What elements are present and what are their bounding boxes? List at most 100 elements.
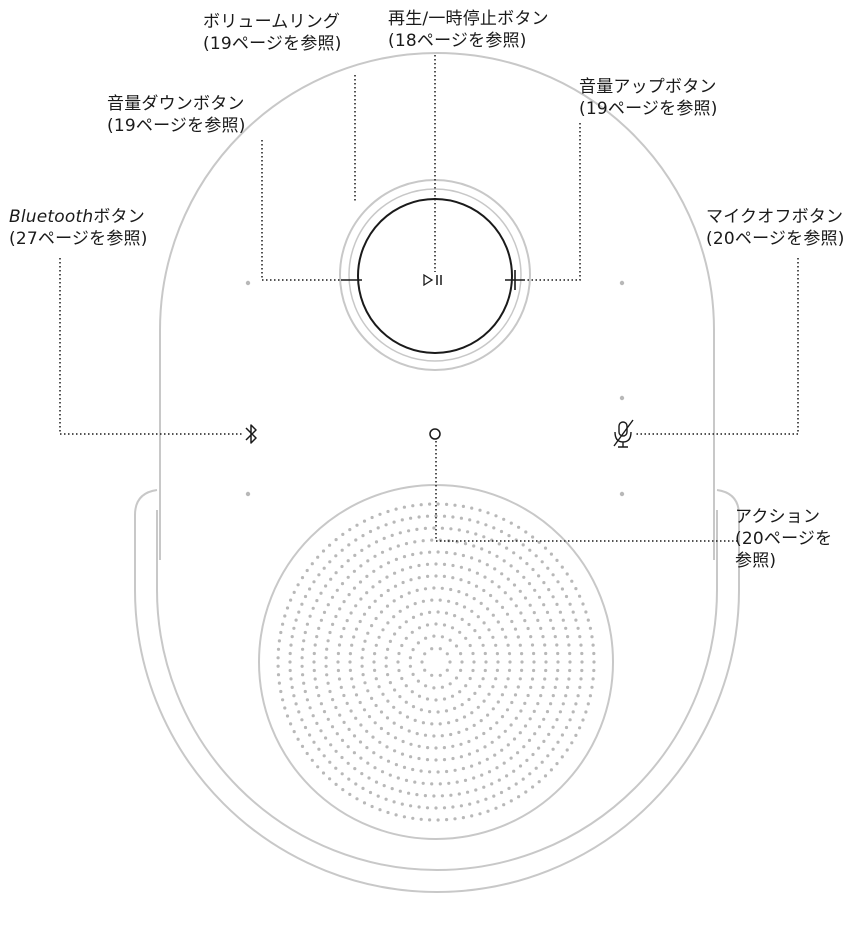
grille-dot [310,758,314,762]
grille-dot [528,717,532,721]
grille-dot [471,668,475,673]
grille-dot [371,585,375,589]
grille-dot [335,732,339,736]
grille-dot [462,715,467,719]
grille-dot [353,767,357,771]
grille-dot [467,739,471,744]
grille-dot [436,550,440,554]
grille-dot [288,651,292,656]
grille-dot [425,623,430,627]
grille-dot [374,677,378,681]
grille-dot [355,523,359,527]
grille-dot [492,794,496,798]
grille-dot [509,597,513,601]
grille-dot [490,580,494,584]
grille-dot [401,739,405,744]
grille-dot [386,810,390,815]
grille-dot [434,746,438,750]
grille-dot [468,802,472,806]
grille-dot [404,778,409,783]
grille-dot [561,618,565,622]
grille-dot [411,504,415,508]
grille-dot [482,731,486,736]
grille-dot [376,794,380,798]
grille-dot [345,701,349,706]
grille-dot [419,612,423,616]
grille-dot [313,677,317,681]
grille-dot [540,560,544,564]
grille-dot [396,776,400,780]
grille-dot [448,660,452,664]
grille-dot [425,562,430,567]
grille-dot [416,679,420,683]
grille-dot [319,591,323,595]
grille-dot [423,652,427,656]
grille-dot [556,740,560,744]
grille-dot [592,660,596,664]
grille-dot [348,528,352,532]
grille-dot [342,626,346,631]
grille-dot [432,794,436,798]
grille-dot [543,774,548,778]
grille-dot [574,618,578,622]
grille-dot [551,747,555,751]
volume-ring-inner[interactable] [348,188,522,362]
grille-dot [494,806,498,810]
grille-dot [565,572,569,576]
grille-dot [334,782,338,787]
label-action-ref-cont: 参照) [735,551,777,571]
grille-dot [367,715,372,719]
grille-dot [464,684,468,688]
grille-dot [334,554,338,558]
grille-dot [354,716,358,720]
grille-dot [410,690,414,694]
grille-dot [367,605,372,610]
grille-dot [568,660,572,664]
control-dial[interactable] [357,198,513,354]
mic-off-icon[interactable] [613,419,634,448]
grille-dot [372,660,376,664]
grille-dot [581,718,585,722]
grille-dot [341,532,345,537]
grille-dot [305,568,309,573]
grille-dot [398,531,402,535]
grille-dot [361,534,365,538]
grille-dot [409,565,413,569]
plus-icon[interactable] [505,270,525,290]
grille-dot [386,509,390,514]
grille-dot [367,776,371,780]
grille-dot [475,571,479,575]
grille-dot [537,746,541,750]
bluetooth-icon[interactable] [245,424,257,444]
grille-dot [379,593,383,598]
grille-dot [584,610,588,614]
grille-dot [483,575,487,579]
grille-dot [507,668,512,673]
grille-dot [502,761,506,765]
grille-dot [336,660,340,664]
grille-dot [560,565,564,569]
grille-dot [482,535,486,539]
grille-dot [417,515,421,519]
grille-dot [374,780,379,784]
grille-dot [467,580,471,585]
grille-dot [580,651,584,656]
play-pause-icon[interactable] [423,273,442,287]
grille-dot [491,613,495,617]
grille-dot [470,556,474,560]
grille-dot [505,612,510,616]
grille-dot [305,622,309,626]
grille-dot [386,731,390,736]
grille-dot [407,591,411,595]
grille-dot [560,733,565,737]
grille-dot [503,729,507,733]
grille-dot [362,801,367,805]
grille-dot [481,677,485,681]
grille-dot [339,635,343,639]
grille-dot [528,603,532,607]
action-circle-icon[interactable] [429,428,441,440]
grille-dot [518,556,523,560]
grille-dot [553,635,557,639]
grille-dot [486,511,490,515]
grille-dot [346,761,350,765]
